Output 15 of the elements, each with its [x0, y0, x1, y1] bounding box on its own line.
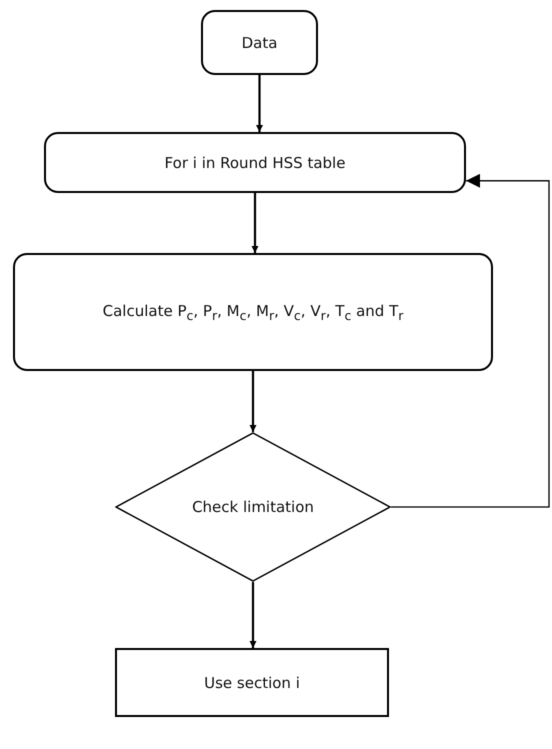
- arrow: [256, 75, 263, 132]
- arrow: [391, 174, 550, 508]
- start-box: [201, 10, 318, 75]
- node-label: Check limitation: [192, 498, 314, 516]
- node-label: Data: [242, 34, 278, 52]
- arrow: [250, 371, 256, 432]
- decision-diamond: [115, 432, 391, 582]
- arrow: [252, 193, 258, 253]
- process-box: [44, 132, 466, 193]
- node-label: Use section i: [204, 674, 300, 692]
- process-box: [115, 648, 389, 717]
- arrow: [250, 582, 256, 648]
- node-label: Calculate P$_{c}$, P$_{r}$, M$_{c}$, M$_{r}$, V$_{c}$, V$_{r}$, T$_{c}$ and T$_{r}$: [102, 302, 404, 322]
- process-box: [13, 253, 493, 371]
- node-label: For i in Round HSS table: [164, 154, 346, 172]
